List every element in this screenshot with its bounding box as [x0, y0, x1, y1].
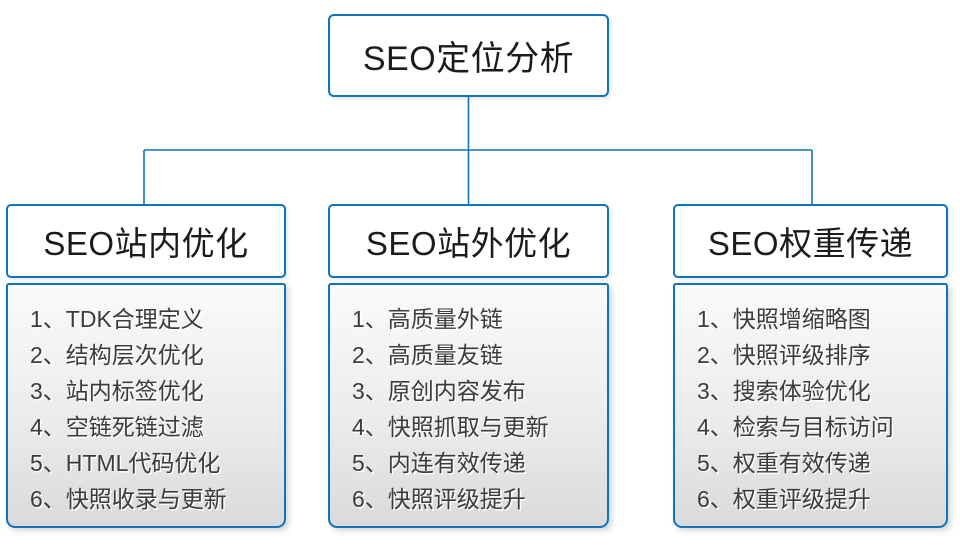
branch-weight-title-box: SEO权重传递 [673, 204, 948, 278]
root-node-label: SEO定位分析 [362, 40, 575, 78]
list-item: 3、原创内容发布 [352, 378, 526, 404]
list-item: 2、高质量友链 [352, 342, 503, 368]
branch-offsite: SEO站外优化 1、高质量外链 2、高质量友链 3、原创内容发布 4、快照抓取与… [328, 204, 609, 528]
branch-offsite-title: SEO站外优化 [365, 225, 572, 262]
list-item: 6、快照收录与更新 [30, 486, 227, 512]
list-item: 1、快照增缩略图 [697, 306, 871, 332]
list-item: 4、检索与目标访问 [697, 414, 894, 440]
branch-onsite-title: SEO站内优化 [43, 225, 249, 262]
branch-weight: SEO权重传递 1、快照增缩略图 2、快照评级排序 3、搜索体验优化 4、检索与… [673, 204, 948, 528]
branch-weight-panel: 1、快照增缩略图 2、快照评级排序 3、搜索体验优化 4、检索与目标访问 5、权… [673, 283, 948, 528]
list-item: 4、空链死链过滤 [30, 414, 204, 440]
list-item: 4、快照抓取与更新 [352, 414, 549, 440]
list-item: 3、站内标签优化 [30, 378, 204, 404]
list-item: 5、权重有效传递 [697, 450, 871, 476]
list-item: 5、内连有效传递 [352, 450, 526, 476]
list-item: 2、快照评级排序 [697, 342, 871, 368]
list-item: 3、搜索体验优化 [697, 378, 871, 404]
root-node: SEO定位分析 [328, 14, 609, 97]
list-item: 5、HTML代码优化 [30, 450, 221, 476]
list-item: 1、TDK合理定义 [30, 306, 204, 332]
list-item: 2、结构层次优化 [30, 342, 204, 368]
branch-onsite: SEO站内优化 1、TDK合理定义 2、结构层次优化 3、站内标签优化 4、空链… [6, 204, 286, 528]
branch-onsite-title-box: SEO站内优化 [6, 204, 286, 278]
list-item: 6、权重评级提升 [697, 486, 871, 512]
branch-offsite-panel: 1、高质量外链 2、高质量友链 3、原创内容发布 4、快照抓取与更新 5、内连有… [328, 283, 609, 528]
branch-weight-title: SEO权重传递 [707, 225, 914, 262]
branch-offsite-title-box: SEO站外优化 [328, 204, 609, 278]
list-item: 1、高质量外链 [352, 306, 503, 332]
list-item: 6、快照评级提升 [352, 486, 526, 512]
branch-onsite-panel: 1、TDK合理定义 2、结构层次优化 3、站内标签优化 4、空链死链过滤 5、H… [6, 283, 286, 528]
